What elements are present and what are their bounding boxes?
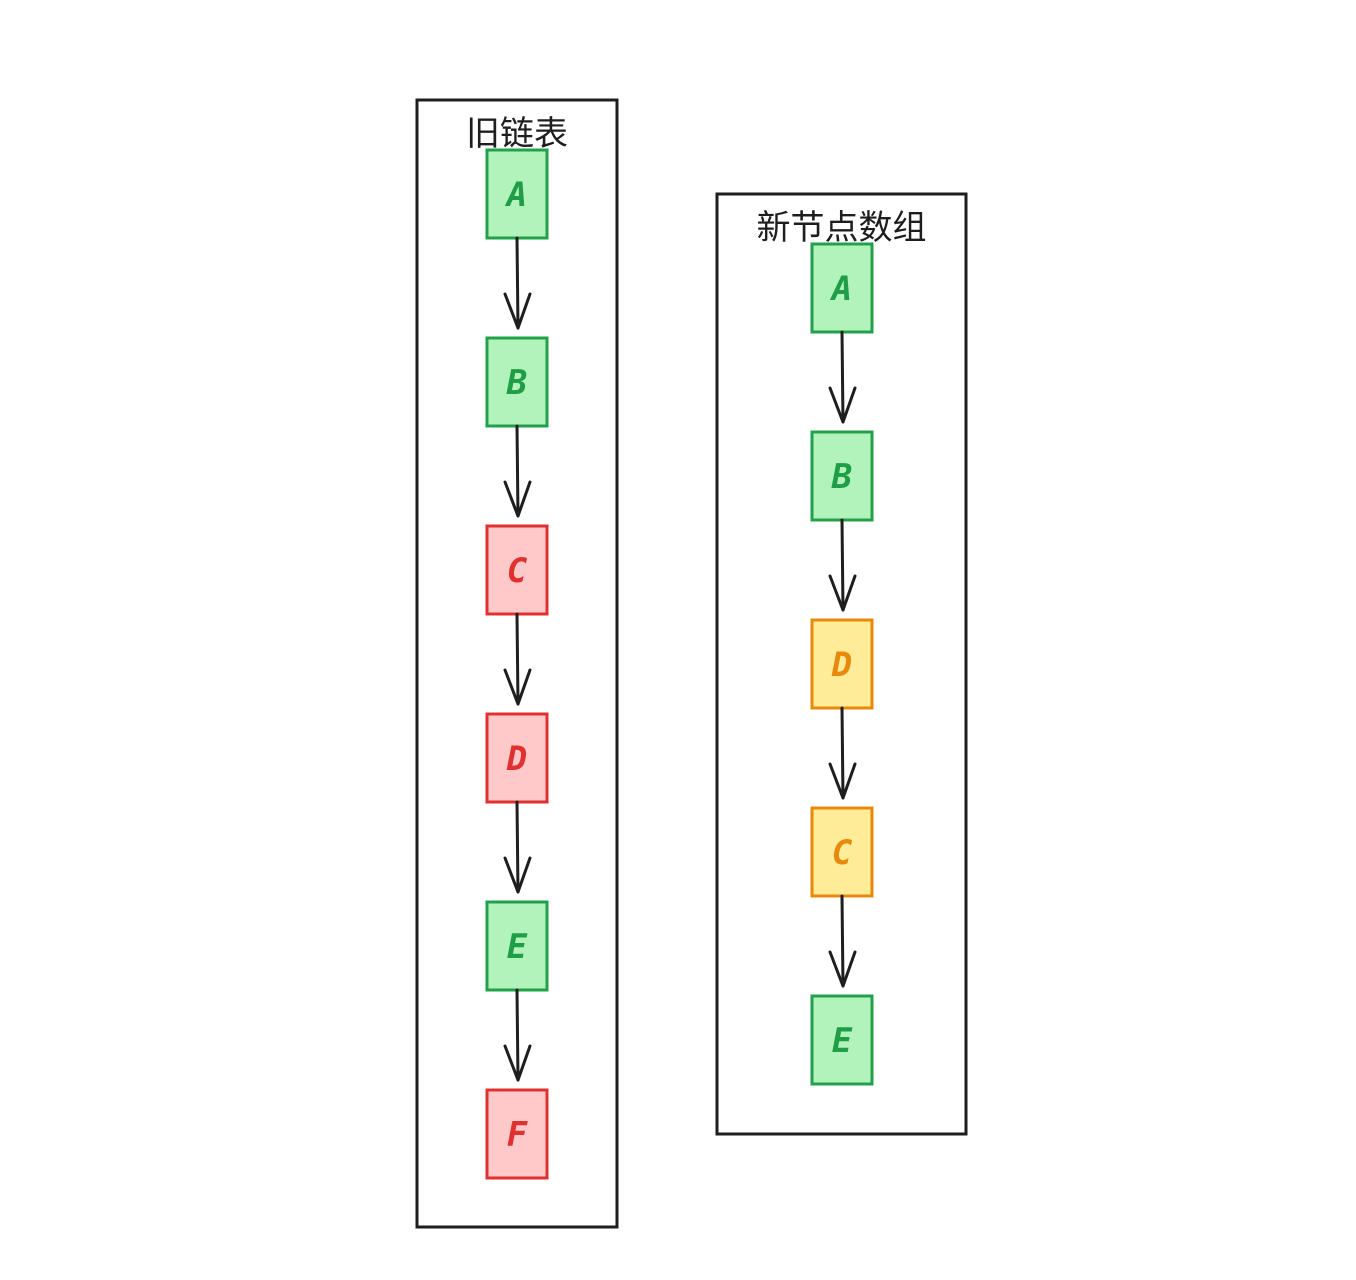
arrow-head <box>828 386 857 424</box>
arrow-head <box>503 668 532 706</box>
edge-arrow <box>828 706 857 800</box>
panel-frame <box>715 192 968 1136</box>
arrow-head <box>503 1044 532 1082</box>
node-box <box>810 430 874 522</box>
edge-arrow <box>828 330 857 424</box>
panels-layer: 旧链表 A B C D E F 新节点数组 A B D C E <box>415 98 968 1229</box>
edge-arrow <box>828 518 857 612</box>
node-label: F <box>507 1115 529 1155</box>
list-node-c: C <box>810 806 874 898</box>
panel-title: 旧链表 <box>466 114 568 154</box>
list-node-a: A <box>485 148 549 240</box>
node-label: C <box>832 833 853 873</box>
node-box <box>810 618 874 710</box>
node-label: E <box>507 927 528 967</box>
edge-line <box>515 612 520 706</box>
arrow-head <box>828 950 857 988</box>
edge-line <box>840 706 845 800</box>
list-node-e: E <box>485 900 549 992</box>
node-label: C <box>507 551 528 591</box>
node-label: B <box>506 363 527 403</box>
node-label: A <box>830 269 852 309</box>
edge-line <box>840 518 845 612</box>
arrow-head <box>503 856 532 894</box>
list-node-f: F <box>485 1088 549 1180</box>
node-label: A <box>505 175 527 215</box>
edge-line <box>515 424 520 518</box>
arrow-head <box>828 574 857 612</box>
arrow-head <box>503 292 532 330</box>
arrow-head <box>503 480 532 518</box>
list-node-d: D <box>810 618 874 710</box>
list-node-e: E <box>810 994 874 1086</box>
arrow-head <box>828 762 857 800</box>
node-box <box>485 336 549 428</box>
edge-arrow <box>503 612 532 706</box>
edge-arrow <box>503 988 532 1082</box>
list-node-a: A <box>810 242 874 334</box>
edge-arrow <box>503 800 532 894</box>
panel-title: 新节点数组 <box>757 208 927 248</box>
node-box <box>810 994 874 1086</box>
node-label: D <box>506 739 527 779</box>
list-node-b: B <box>485 336 549 428</box>
edge-line <box>840 894 845 988</box>
edge-arrow <box>828 894 857 988</box>
panel-old-list: 旧链表 A B C D E F <box>415 98 619 1229</box>
edge-line <box>515 988 520 1082</box>
node-box <box>485 1088 549 1180</box>
node-box <box>485 900 549 992</box>
edge-arrow <box>503 424 532 518</box>
panel-frame <box>415 98 619 1229</box>
panel-new-node-array: 新节点数组 A B D C E <box>715 192 968 1136</box>
node-label: D <box>831 645 852 685</box>
edge-arrow <box>503 236 532 330</box>
node-box <box>485 524 549 616</box>
list-node-d: D <box>485 712 549 804</box>
node-label: B <box>831 457 852 497</box>
list-node-c: C <box>485 524 549 616</box>
edge-line <box>840 330 845 424</box>
edge-line <box>515 236 520 330</box>
list-node-b: B <box>810 430 874 522</box>
node-label: E <box>832 1021 853 1061</box>
edge-line <box>515 800 520 894</box>
